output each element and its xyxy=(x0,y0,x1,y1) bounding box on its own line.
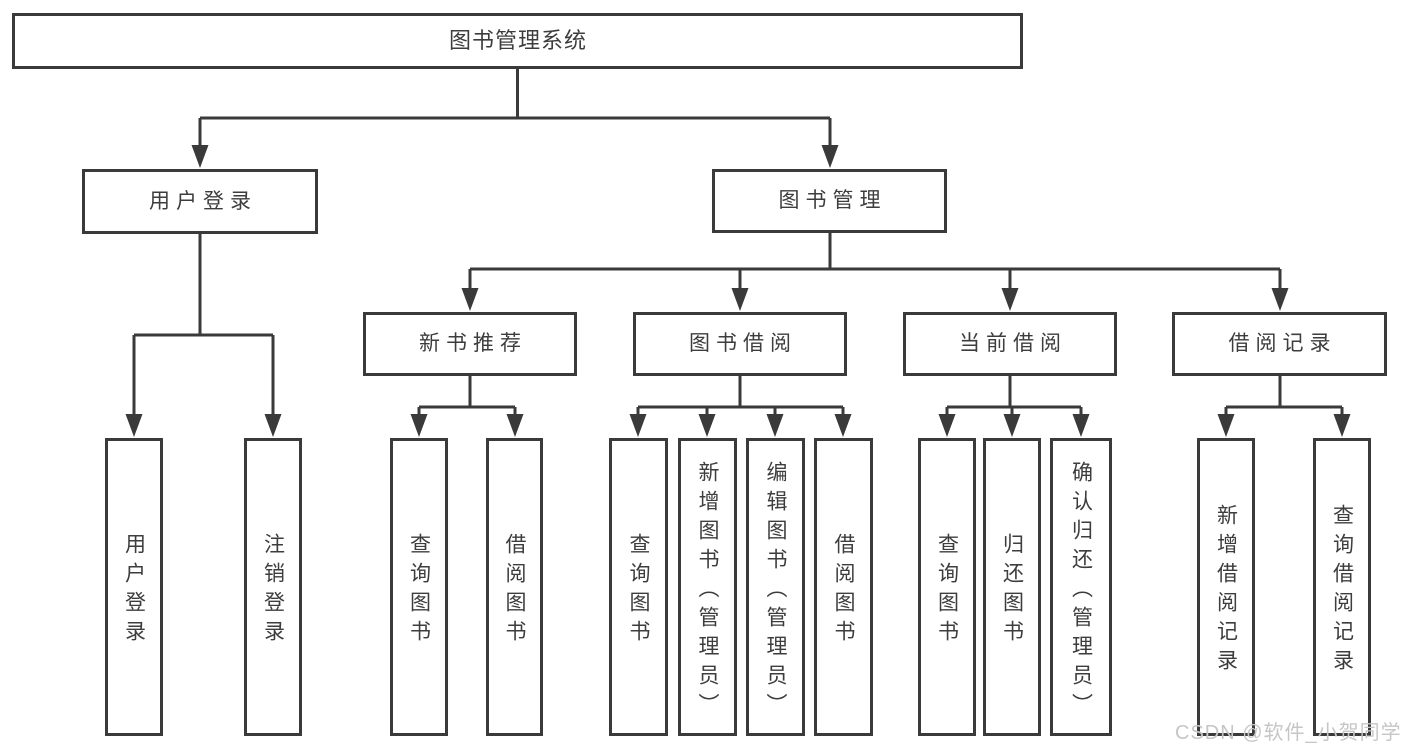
node-label: 确认归还（管理员） xyxy=(1069,460,1093,722)
leaf-query-borrow-record: 查询借阅记录 xyxy=(1313,438,1371,736)
node-label: 查询图书 xyxy=(627,533,650,649)
node-label: 图书管理系统 xyxy=(448,27,587,53)
node-label: 归还图书 xyxy=(1000,533,1024,649)
node-user-login: 用户登录 xyxy=(82,169,318,234)
node-label: 查询图书 xyxy=(407,533,431,649)
leaf-query-books-current: 查询图书 xyxy=(918,438,976,736)
node-label: 借阅图书 xyxy=(503,533,526,649)
leaf-return-book: 归还图书 xyxy=(983,438,1041,736)
node-label: 当前借阅 xyxy=(959,332,1067,356)
leaf-user-login: 用户登录 xyxy=(105,438,163,736)
node-label: 新书推荐 xyxy=(419,332,527,356)
node-label: 图书借阅 xyxy=(689,332,797,356)
node-label: 借阅图书 xyxy=(832,533,855,649)
node-borrowing-records: 借阅记录 xyxy=(1172,312,1387,376)
leaf-add-book-admin: 新增图书（管理员） xyxy=(678,438,737,736)
leaf-query-books-borrowing: 查询图书 xyxy=(609,438,668,736)
node-label: 用户登录 xyxy=(122,533,146,649)
watermark-text: CSDN @软件_小贺同学 xyxy=(1175,722,1402,744)
leaf-confirm-return-admin: 确认归还（管理员） xyxy=(1050,438,1112,736)
node-label: 新增借阅记录 xyxy=(1214,504,1238,678)
node-label: 用户登录 xyxy=(149,189,257,213)
node-label: 借阅记录 xyxy=(1228,332,1337,356)
node-library-management-system: 图书管理系统 xyxy=(12,13,1023,69)
node-label: 查询图书 xyxy=(935,533,959,649)
leaf-edit-book-admin: 编辑图书（管理员） xyxy=(746,438,805,736)
leaf-borrow-books-borrowing: 借阅图书 xyxy=(814,438,873,736)
node-book-borrowing: 图书借阅 xyxy=(633,312,847,376)
leaf-logout: 注销登录 xyxy=(244,438,302,736)
node-current-borrowing: 当前借阅 xyxy=(903,312,1117,376)
leaf-query-books-recommend: 查询图书 xyxy=(390,438,448,736)
node-book-management: 图书管理 xyxy=(712,169,947,233)
leaf-borrow-books-recommend: 借阅图书 xyxy=(486,438,543,736)
node-label: 注销登录 xyxy=(261,533,285,649)
node-label: 编辑图书（管理员） xyxy=(764,460,787,722)
leaf-add-borrow-record: 新增借阅记录 xyxy=(1197,438,1255,736)
node-new-book-recommend: 新书推荐 xyxy=(363,312,577,376)
node-label: 查询借阅记录 xyxy=(1330,504,1354,678)
node-label: 新增图书（管理员） xyxy=(696,460,719,722)
node-label: 图书管理 xyxy=(778,189,887,213)
